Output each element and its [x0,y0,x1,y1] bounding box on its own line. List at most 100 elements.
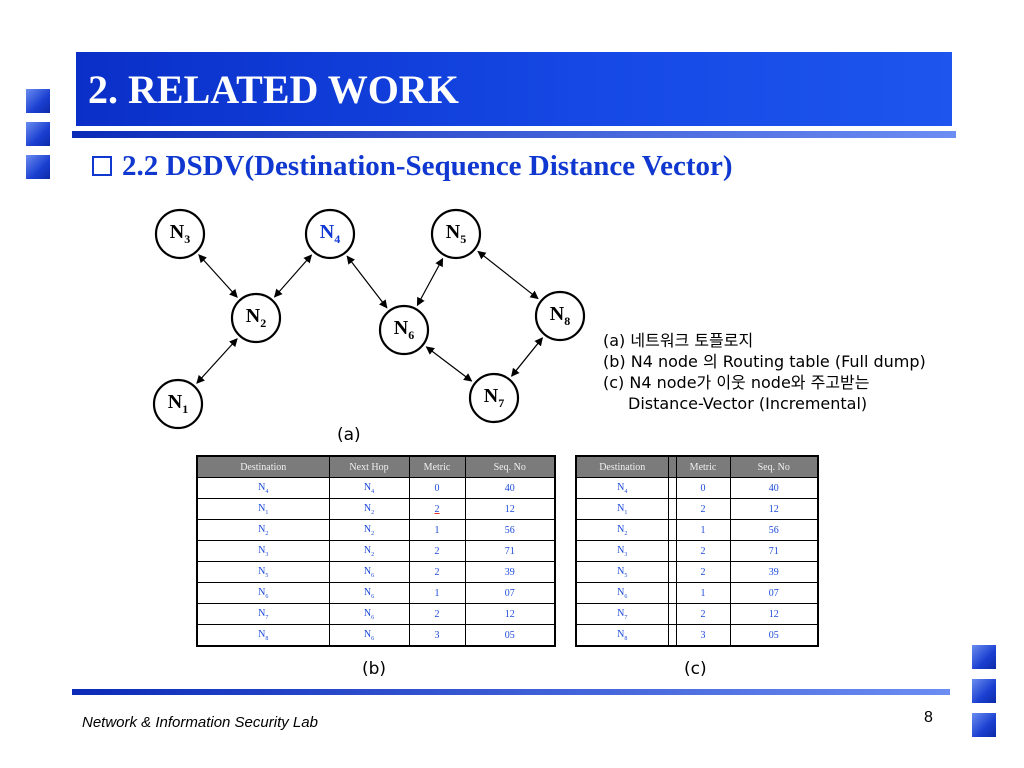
spacer-cell [667,477,677,499]
node-n6-label: N6 [394,317,414,343]
table-cell: 2 [675,498,731,520]
table-cell: 0 [675,477,731,499]
table-cell: 1 [675,582,731,604]
cell-node-subscript: 3 [624,551,628,558]
spacer-cell [667,498,677,520]
cell-node-subscript: 2 [265,530,269,537]
cell-value: 0 [434,482,440,494]
node-label-subscript: 5 [460,232,467,246]
cell-node-base: N [258,481,266,493]
cell-value: 56 [504,524,515,536]
table-cell: 07 [729,582,819,604]
legend-text: (a) 네트워크 토플로지 (b) N4 node 의 Routing tabl… [603,330,926,414]
cell-value: 07 [504,587,515,599]
decor-square-left-1 [26,89,50,113]
cell-value: 1 [434,524,440,536]
table-cell: 40 [464,477,556,499]
edge-n5-n6 [416,257,444,307]
cell-node-base: N [258,502,266,514]
node-label-subscript: 1 [182,402,189,416]
cell-value: 2 [700,566,706,578]
column-header: Metric [408,456,466,478]
cell-value: 71 [504,545,515,557]
spacer-cell [667,582,677,604]
table-cell: N7 [196,603,330,625]
cell-value: 1 [700,587,706,599]
table-cell: 3 [675,624,731,647]
table-cell: N2 [328,498,410,520]
cell-node-base: N [258,607,266,619]
spacer-cell [667,540,677,562]
caption-b: (b) [362,659,387,679]
cell-value: 2 [700,503,706,515]
edge-n3-n2 [198,254,238,298]
cell-node-subscript: 4 [371,488,375,495]
cell-node-subscript: 4 [624,488,628,495]
table-cell: N5 [196,561,330,583]
cell-node-base: N [258,544,266,556]
node-label-subscript: 6 [408,328,415,342]
cell-node-subscript: 7 [624,614,628,621]
edge-n4-n2 [273,254,313,298]
table-cell: 71 [464,540,556,562]
table-cell: 71 [729,540,819,562]
cell-value: 12 [504,608,515,620]
cell-node-subscript: 7 [265,614,269,621]
cell-node-base: N [258,565,266,577]
table-row: N3 2 71 [575,540,819,562]
table-cell: N5 [575,561,669,583]
cell-node-base: N [363,523,372,535]
table-cell: N2 [575,519,669,541]
cell-node-subscript: 1 [624,509,628,516]
cell-node-base: N [617,565,625,577]
cell-node-subscript: 6 [371,593,375,600]
table-cell: N2 [196,519,330,541]
cell-value: 2 [700,608,706,620]
slide-title: 2. RELATED WORK [88,67,459,112]
table-cell: N3 [575,540,669,562]
node-label-subscript: 2 [260,316,267,330]
table-cell: N4 [196,477,330,499]
table-cell: 07 [464,582,556,604]
cell-node-base: N [363,544,372,556]
table-cell: N2 [328,519,410,541]
table-cell: 12 [464,603,556,625]
legend-line-b: (b) N4 node 의 Routing table (Full dump) [603,352,926,371]
cell-node-base: N [617,481,625,493]
decor-square-right-2 [972,679,996,703]
cell-node-subscript: 2 [371,551,375,558]
table-cell: 05 [464,624,556,647]
page-number: 8 [924,709,933,726]
cell-value: 0 [700,482,706,494]
cell-node-subscript: 6 [265,593,269,600]
column-header: Destination [575,456,669,478]
node-n5-label: N5 [446,221,466,247]
table-cell: N1 [575,498,669,520]
legend-line-c2: Distance-Vector (Incremental) [628,394,868,413]
cell-value: 39 [504,566,515,578]
edge-n6-n7 [425,346,473,382]
node-n1-circle [152,378,204,430]
node-n4-label: N4 [320,221,340,247]
cell-value: 2 [700,545,706,557]
decor-square-left-3 [26,155,50,179]
table-cell: 56 [464,519,556,541]
table-cell: 1 [408,582,466,604]
table-cell: N1 [196,498,330,520]
table-cell: 05 [729,624,819,647]
table-cell: 2 [408,540,466,562]
column-header: Destination [196,456,330,478]
cell-value: 12 [768,608,779,620]
column-header: Seq. No [729,456,819,478]
cell-node-base: N [363,481,372,493]
footer-lab-name: Network & Information Security Lab [82,714,318,731]
table-cell: N6 [328,582,410,604]
table-cell: N3 [196,540,330,562]
spacer-cell [667,624,677,647]
cell-value: 07 [768,587,779,599]
